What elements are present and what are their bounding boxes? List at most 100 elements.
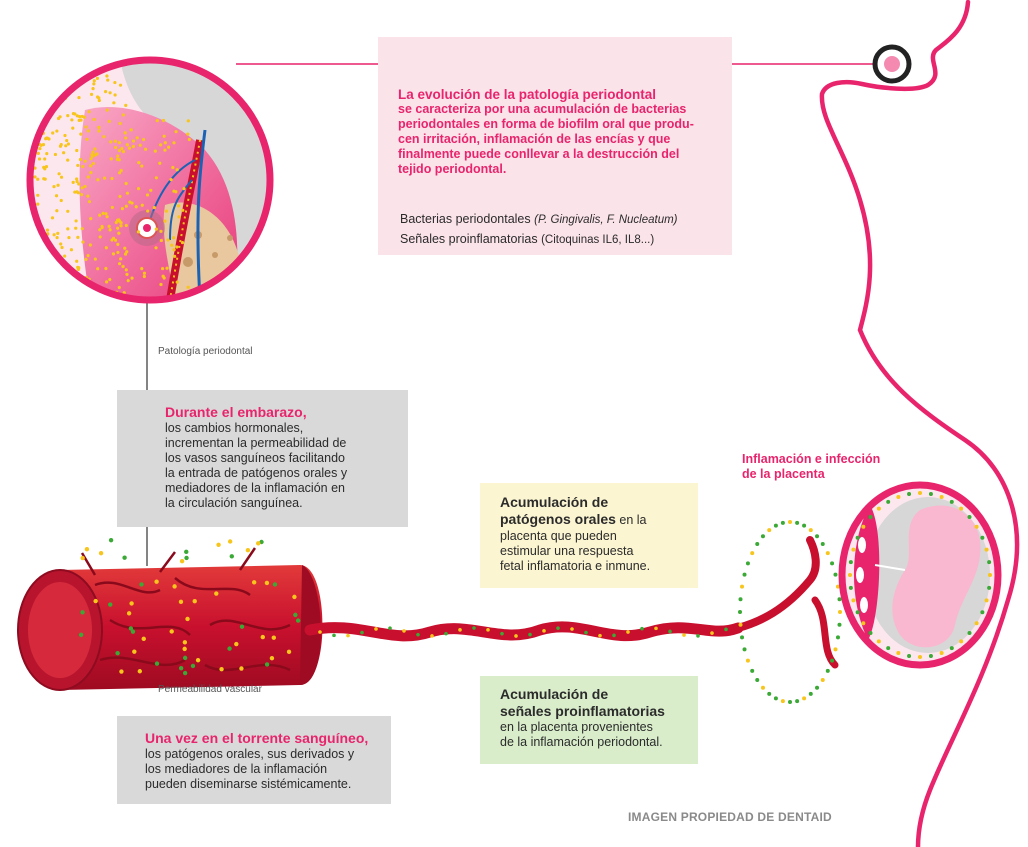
bacteria-dot xyxy=(70,80,73,83)
bacteria-dot xyxy=(124,252,127,255)
bacteria-dot xyxy=(34,240,37,243)
bacteria-dot xyxy=(65,65,68,68)
placenta-dot xyxy=(980,610,984,614)
bacteria-dot xyxy=(55,209,58,212)
bacteria-dot xyxy=(128,147,131,150)
bacteria-dot xyxy=(173,248,176,251)
bacteria-dot xyxy=(108,228,111,231)
woman-silhouette-outline xyxy=(822,2,1017,847)
bacteria-dot xyxy=(84,258,87,261)
loop-dot xyxy=(826,551,830,555)
bacteria-dot xyxy=(112,252,115,255)
bacteria-dot xyxy=(130,277,133,280)
placenta-dot xyxy=(987,560,991,564)
bacteria-dot xyxy=(87,110,90,113)
loop-dot xyxy=(761,686,765,690)
bacteria-dot xyxy=(94,257,97,260)
bacteria-dot xyxy=(70,66,73,69)
bacteria-dot xyxy=(84,125,87,128)
bacteria-dot xyxy=(119,224,122,227)
bacteria-dot xyxy=(96,95,99,98)
signals-title-1: Acumulación de xyxy=(500,686,696,703)
signal-dot xyxy=(252,580,256,584)
bacteria-dot xyxy=(110,238,113,241)
pregnancy-line: los cambios hormonales, xyxy=(165,421,401,436)
bacteria-dot xyxy=(102,212,105,215)
bacteria-dot xyxy=(142,138,145,141)
signal-dot xyxy=(127,611,131,615)
placenta-illustration xyxy=(842,485,998,665)
bacteria-dot xyxy=(114,93,117,96)
bacteria-dot xyxy=(162,119,165,122)
bacteria-dot xyxy=(137,187,140,190)
bacteria-dot xyxy=(63,134,66,137)
placenta-dot xyxy=(950,646,954,650)
bacteria-dot xyxy=(93,599,97,603)
vessel-dot xyxy=(556,626,560,630)
placenta-dot xyxy=(877,639,881,643)
bacteria-dot xyxy=(43,157,46,160)
signal-dot xyxy=(179,600,183,604)
loop-dot xyxy=(802,524,806,528)
bacteria-dot xyxy=(137,161,140,164)
bacteria-dot xyxy=(42,109,45,112)
pathogens-title-1: Acumulación de xyxy=(500,494,696,511)
escaping-dot xyxy=(256,541,260,545)
signal-dot xyxy=(170,629,174,633)
bacteria-dot xyxy=(114,146,117,149)
bacteria-dot xyxy=(159,143,162,146)
bacteria-dot xyxy=(163,276,166,279)
legend-bacteria: Bacterias periodontales (P. Gingivalis, … xyxy=(400,212,678,226)
vessel-dot xyxy=(570,627,574,631)
bacteria-dot xyxy=(80,193,83,196)
bacteria-dot xyxy=(154,580,158,584)
bacteria-dot xyxy=(38,157,41,160)
bacteria-dot xyxy=(61,298,64,301)
bacteria-dot xyxy=(56,184,59,187)
bacteria-dot xyxy=(59,288,62,291)
bacteria-dot xyxy=(49,59,52,62)
vessel-dot xyxy=(654,627,658,631)
bacteria-dot xyxy=(76,164,79,167)
bacteria-dot xyxy=(118,149,121,152)
bacteria-dot xyxy=(187,119,190,122)
placenta-dot xyxy=(907,492,911,496)
bacteria-dot xyxy=(66,114,69,117)
bacteria-dot xyxy=(81,227,84,230)
placenta-dot xyxy=(959,507,963,511)
bacteria-dot xyxy=(65,139,68,142)
placenta-dot xyxy=(918,655,922,659)
bacteria-dot xyxy=(116,154,119,157)
bacteria-dot xyxy=(70,248,73,251)
signal-dot xyxy=(292,595,296,599)
bacteria-dot xyxy=(66,159,69,162)
bacteria-dot xyxy=(176,281,179,284)
caption-vascular: Permeabilidad vascular xyxy=(158,684,262,695)
placenta-dot xyxy=(918,491,922,495)
placenta-dot xyxy=(940,651,944,655)
signal-dot xyxy=(139,582,143,586)
loop-dot xyxy=(761,534,765,538)
signal-dot xyxy=(80,610,84,614)
bacteria-dot xyxy=(78,119,81,122)
vessel-dot xyxy=(346,634,350,638)
vessel-dot xyxy=(514,634,518,638)
bacteria-dot xyxy=(126,192,129,195)
bacteria-dot xyxy=(185,617,189,621)
bacteria-dot xyxy=(163,135,166,138)
bloodstream-line: los mediadores de la inflamación xyxy=(145,762,389,777)
bacteria-dot xyxy=(49,59,52,62)
bacteria-dot xyxy=(115,651,119,655)
bacteria-dot xyxy=(149,189,152,192)
bacteria-dot xyxy=(79,158,82,161)
bacteria-dot xyxy=(72,181,75,184)
bacteria-dot xyxy=(234,642,238,646)
bacteria-dot xyxy=(182,187,185,190)
bacteria-dot xyxy=(86,64,89,67)
bacteria-dot xyxy=(110,177,113,180)
bacteria-dot xyxy=(35,247,38,250)
bacteria-dot xyxy=(89,243,92,246)
bacteria-dot xyxy=(103,177,106,180)
bacteria-dot xyxy=(75,190,78,193)
pregnancy-title: Durante el embarazo, xyxy=(165,404,401,421)
